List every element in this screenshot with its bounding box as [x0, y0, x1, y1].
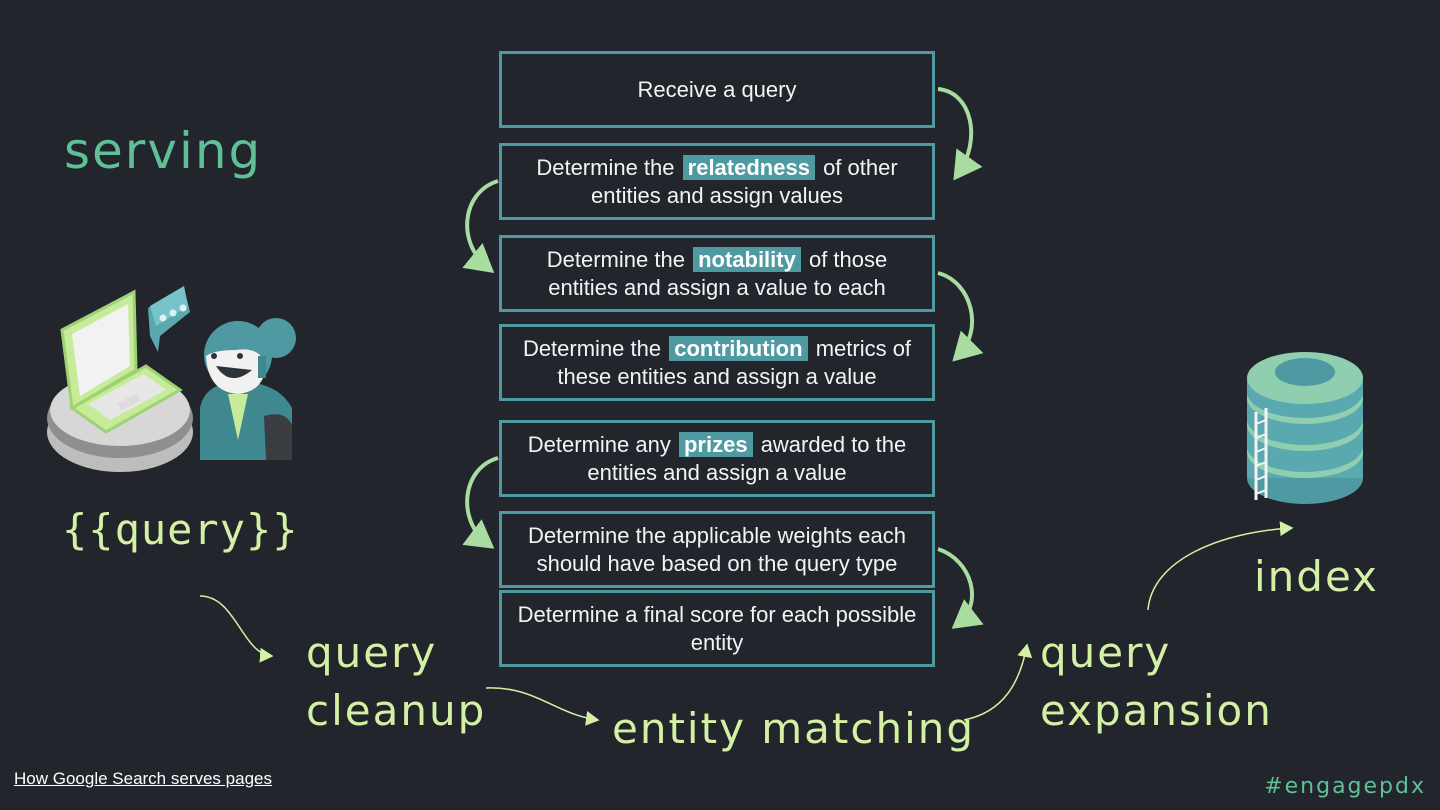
laptop-icon — [47, 289, 193, 472]
step-text-after: of those entities and assign a value to … — [548, 246, 888, 300]
step-highlight: contribution — [669, 335, 808, 361]
step-arrow-3 — [937, 271, 984, 362]
index-label: index — [1254, 552, 1379, 601]
step-contribution: Determine the contribution metrics of th… — [499, 324, 935, 401]
step-text-after: metrics of these entities and assign a v… — [557, 335, 912, 389]
step-text-before: Determine the — [522, 335, 662, 361]
query-expansion-line-2: expansion — [1040, 686, 1273, 735]
arrow-cleanup-to-entity — [485, 687, 600, 726]
source-link[interactable]: How Google Search serves pages — [14, 769, 272, 788]
query-expansion-label: query expansion — [1040, 624, 1273, 740]
slide-title: serving — [64, 122, 263, 180]
query-template-label: {{query}} — [62, 505, 299, 554]
query-cleanup-line-2: cleanup — [306, 686, 487, 735]
step-weights: Determine the applicable weights each sh… — [499, 511, 935, 588]
step-text-after: of other entities and assign values — [591, 154, 898, 208]
arrow-query-to-cleanup — [199, 595, 274, 663]
step-receive-query: Receive a query — [499, 51, 935, 128]
step-text: Receive a query — [637, 76, 797, 102]
hashtag: #engagepdx — [1264, 774, 1426, 799]
step-arrow-5 — [937, 547, 984, 629]
step-text-before: Determine the — [546, 246, 685, 272]
chat-bubble-icon — [148, 286, 190, 352]
step-final-score: Determine a final score for each possibl… — [499, 590, 935, 667]
step-text-before: Determine any — [527, 431, 671, 457]
step-notability: Determine the notability of those entiti… — [499, 235, 935, 312]
query-cleanup-line-1: query — [306, 628, 438, 677]
step-highlight: prizes — [678, 431, 753, 457]
step-relatedness: Determine the relatedness of other entit… — [499, 143, 935, 220]
step-text-after: awarded to the entities and assign a val… — [587, 431, 907, 485]
step-arrow-4 — [462, 456, 499, 549]
step-prizes: Determine any prizes awarded to the enti… — [499, 420, 935, 497]
query-cleanup-label: query cleanup — [306, 624, 486, 740]
query-expansion-line-1: query — [1040, 628, 1172, 677]
step-text: Determine a final score for each possibl… — [517, 601, 917, 655]
database-icon — [1247, 352, 1363, 504]
person-icon — [200, 318, 296, 460]
step-arrow-2 — [462, 179, 499, 274]
entity-matching-label: entity matching — [612, 704, 976, 753]
step-text-before: Determine the — [536, 154, 675, 180]
step-text: Determine the applicable weights each sh… — [528, 522, 906, 576]
step-highlight: relatedness — [682, 154, 815, 180]
step-arrow-1 — [937, 87, 983, 181]
step-highlight: notability — [693, 246, 801, 272]
